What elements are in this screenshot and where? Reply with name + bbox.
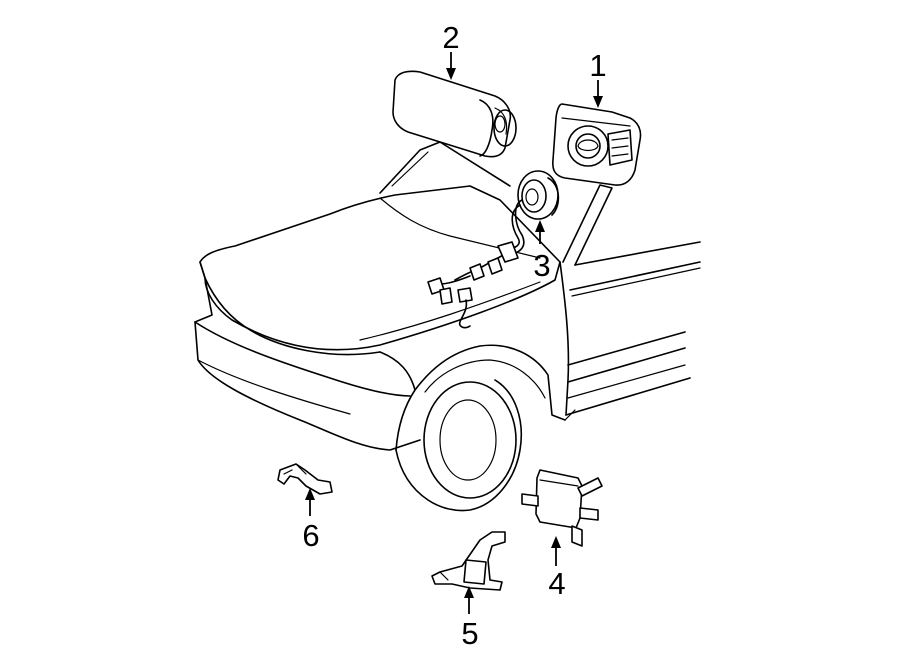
callout-1: 1 (589, 48, 606, 83)
callout-3: 3 (533, 248, 550, 283)
bracket-part (431, 531, 506, 591)
callout-4: 4 (548, 566, 565, 601)
callout-5: 5 (461, 616, 478, 651)
callout-6: 6 (302, 518, 319, 553)
front-tire (395, 379, 523, 512)
clip-part (277, 463, 333, 495)
sensor-part (521, 469, 603, 547)
hood (199, 185, 561, 351)
passenger-airbag-part (392, 70, 517, 158)
vehicle-illustration (194, 141, 701, 512)
inflator-module-part (552, 103, 642, 186)
clock-spring-part (427, 170, 560, 329)
callout-arrows (305, 52, 603, 614)
callout-2: 2 (442, 20, 459, 55)
